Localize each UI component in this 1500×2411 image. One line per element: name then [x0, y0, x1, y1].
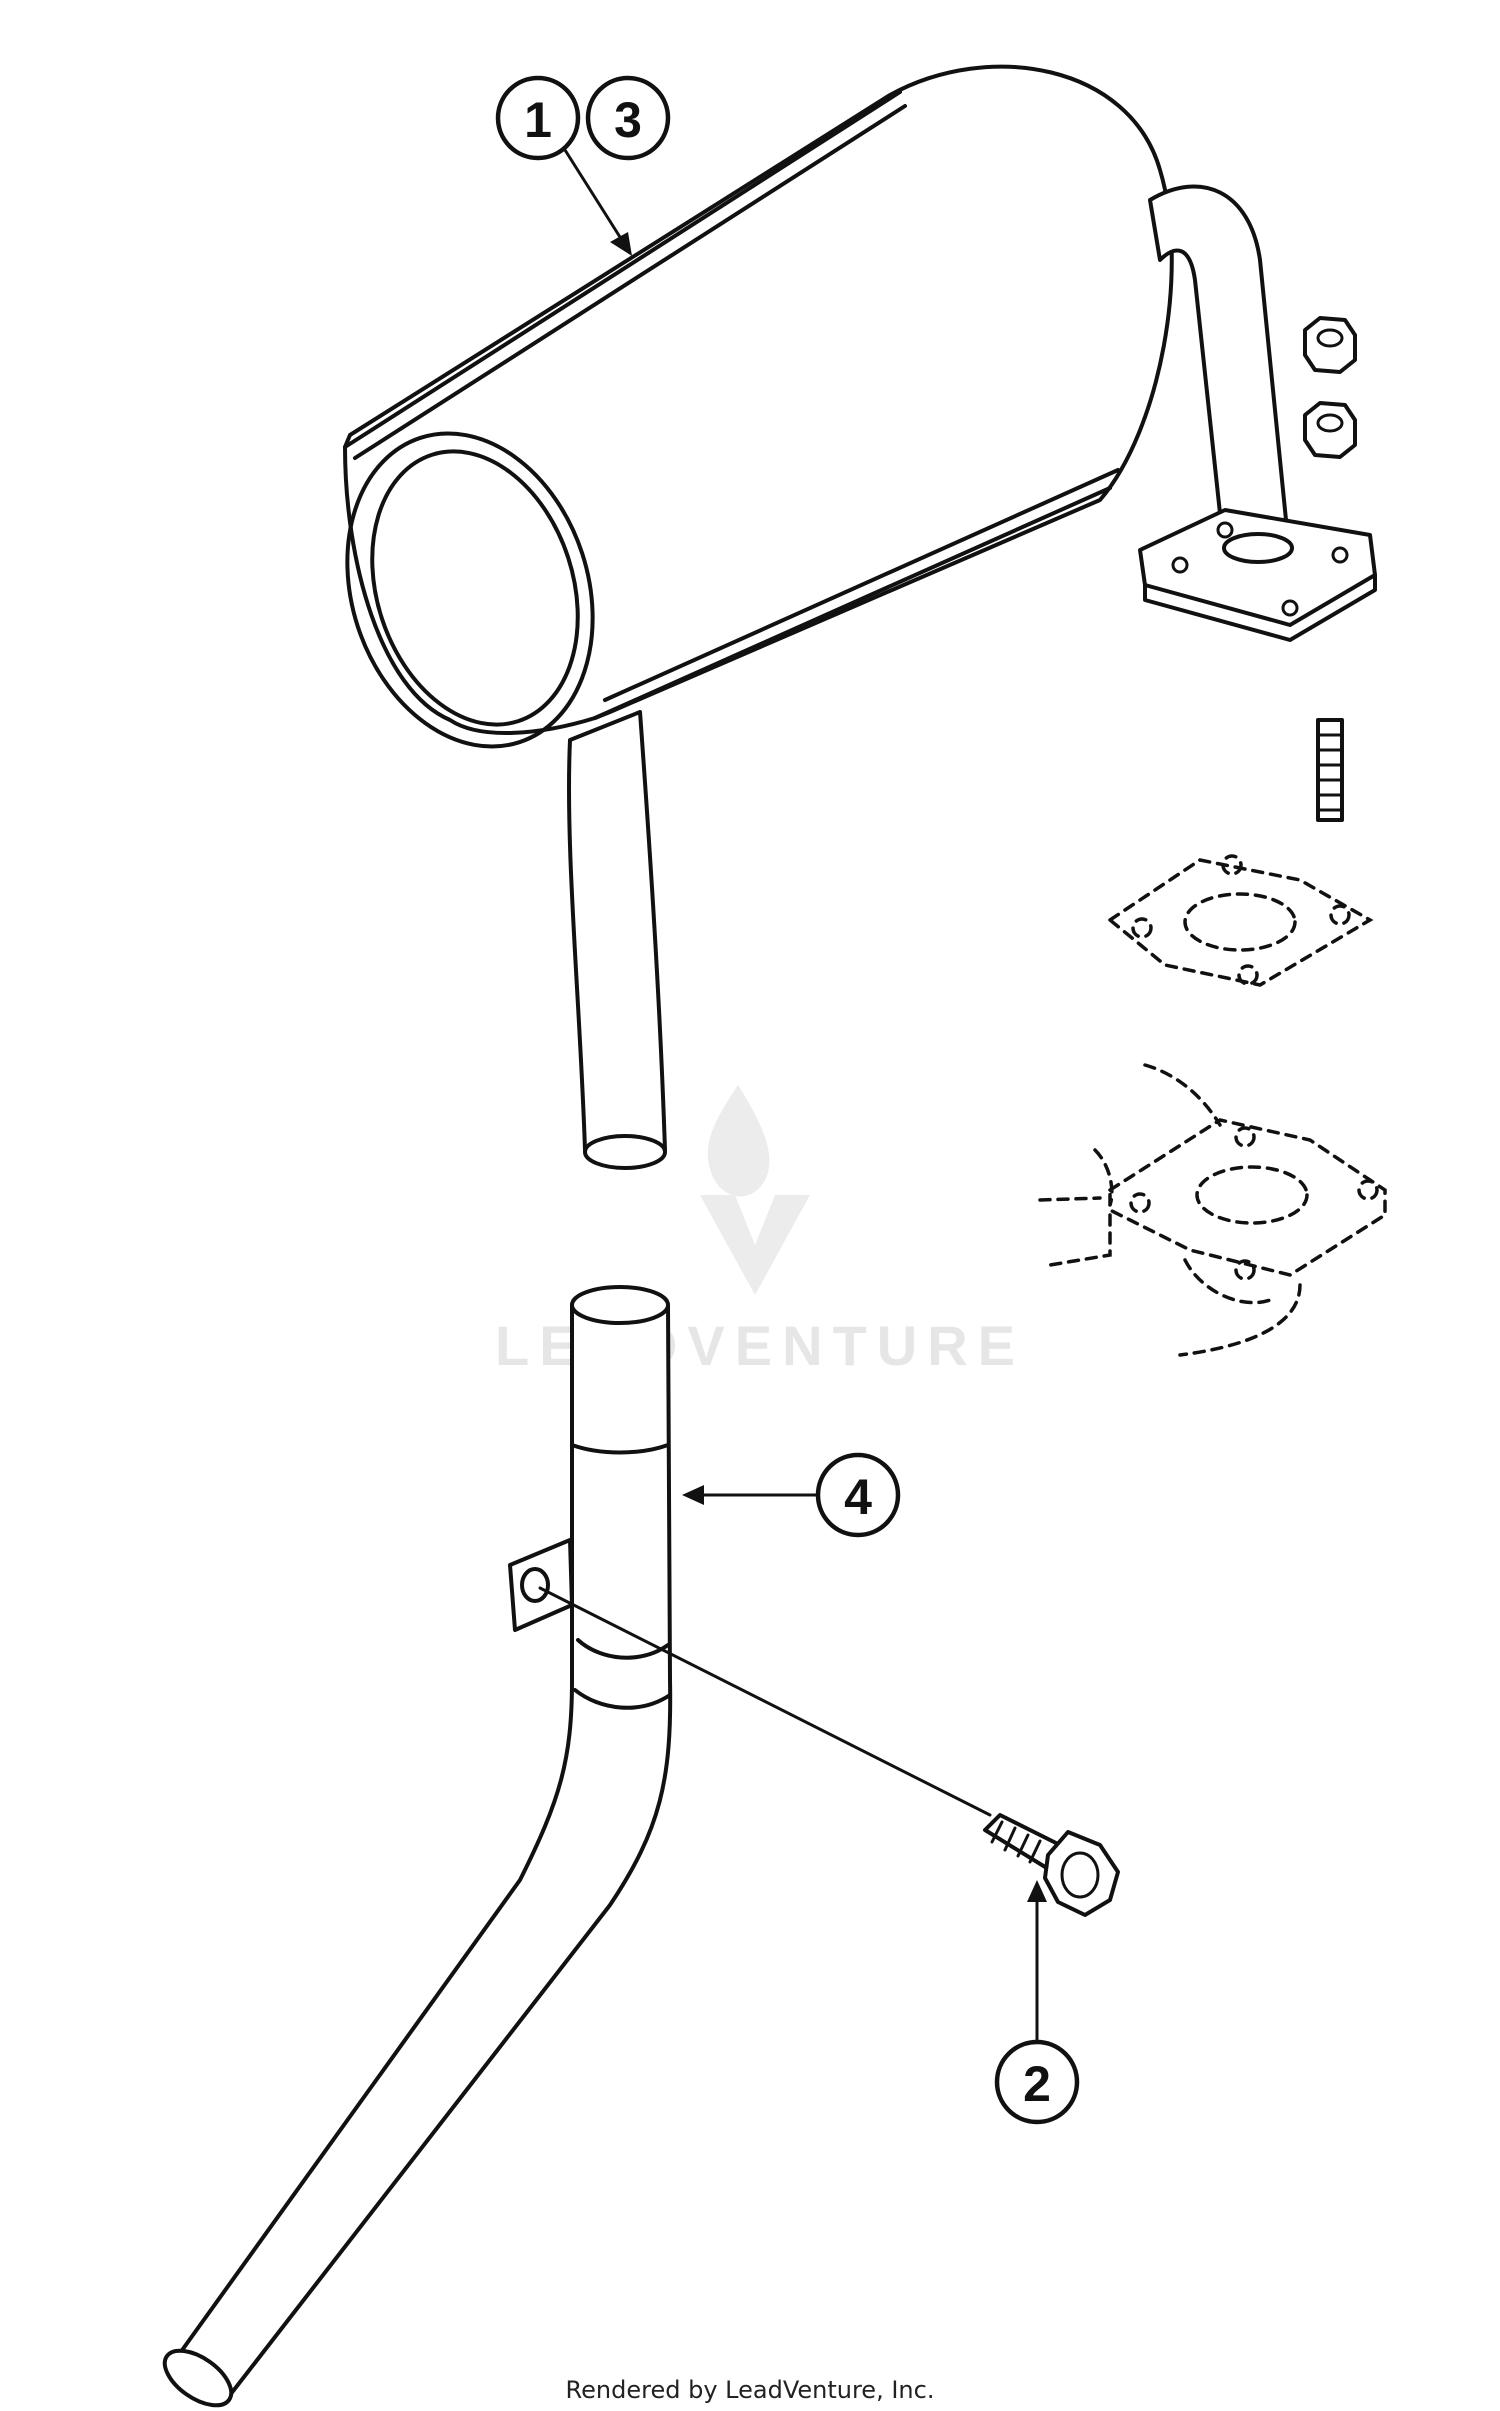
callout-4-arrowhead [682, 1485, 704, 1505]
engine-manifold-reference [1038, 1063, 1387, 1357]
tailpipe-sleeve-line [570, 1443, 670, 1455]
callout-2-circle [994, 2039, 1080, 2125]
callout-1-circle [495, 75, 581, 161]
callout-3: 3 [585, 75, 671, 161]
callout-4: 4 [815, 1452, 901, 1538]
muffler-open-end-inner [370, 449, 580, 727]
callout-4-label: 4 [844, 1469, 872, 1525]
flange-hole [1171, 556, 1189, 574]
bolt-head [1043, 1830, 1120, 1917]
manifold-body-lines [1038, 1063, 1302, 1357]
manifold-hole [1357, 1179, 1379, 1201]
gasket-hole [1221, 854, 1243, 876]
muffler-open-end-outer [345, 431, 595, 749]
muffler-outlet-pipe [566, 710, 667, 1170]
manifold-port-plate [1108, 1118, 1387, 1277]
watermark-v-icon [700, 1195, 810, 1295]
callout-1-3-leader [563, 148, 627, 247]
gasket-hole [1329, 904, 1351, 926]
manifold-hole [1129, 1192, 1151, 1214]
bolt [538, 1586, 1120, 2042]
flange-stud [1316, 718, 1344, 822]
tailpipe-outlet-end [162, 2348, 234, 2408]
nut-upper-hole [1316, 328, 1344, 348]
callout-3-circle [585, 75, 671, 161]
bolt-threads [990, 1820, 1042, 1864]
inlet-flange-edge [1143, 573, 1377, 642]
muffler-body [343, 64, 1174, 735]
watermark-flame-icon [707, 1085, 770, 1197]
flange-hole [1281, 599, 1299, 617]
manifold-hole [1234, 1126, 1256, 1148]
tailpipe [162, 1285, 820, 2408]
flange-nuts [1303, 316, 1357, 459]
inlet-flange-pipe-end [1222, 532, 1294, 564]
flange-hole [1216, 521, 1234, 539]
callout-2: 2 [994, 2039, 1080, 2125]
muffler-inlet-elbow [1138, 184, 1377, 642]
footer-credit: Rendered by LeadVenture, Inc. [566, 2376, 935, 2404]
callout-1-label: 1 [524, 92, 552, 148]
bolt-head-face [1060, 1851, 1100, 1899]
inlet-elbow-pipe [1148, 184, 1292, 562]
callout-3-label: 3 [614, 92, 642, 148]
bolt-assembly-line [538, 1586, 992, 1817]
callout-2-label: 2 [1023, 2056, 1051, 2112]
callout-1-3-arrowhead [610, 232, 632, 256]
gasket-outline [1107, 858, 1374, 987]
nut-lower-hole [1316, 413, 1344, 433]
tailpipe-body [173, 1303, 673, 2397]
flange-hole [1331, 546, 1349, 564]
gasket-center-hole [1183, 892, 1297, 952]
callout-4-circle [815, 1452, 901, 1538]
manifold-hole [1234, 1259, 1256, 1281]
callout-1: 1 [495, 75, 581, 161]
tailpipe-clamp-band [573, 1638, 672, 1710]
gasket-reference [1107, 854, 1374, 987]
bracket-hole [520, 1567, 550, 1603]
muffler-top-seam [343, 90, 907, 460]
tailpipe-top-end [570, 1285, 670, 1325]
muffler-bottom-seam [593, 468, 1120, 720]
callout-2-arrowhead [1027, 1880, 1047, 1902]
gasket-hole [1237, 964, 1259, 986]
muffler [343, 64, 1174, 749]
outlet-pipe-end [583, 1134, 667, 1170]
tailpipe-bracket [508, 1538, 574, 1632]
outlet-pipe-body [566, 710, 667, 1152]
manifold-port-hole [1195, 1165, 1309, 1225]
gasket-hole [1131, 917, 1153, 939]
stud-threads [1316, 733, 1344, 812]
